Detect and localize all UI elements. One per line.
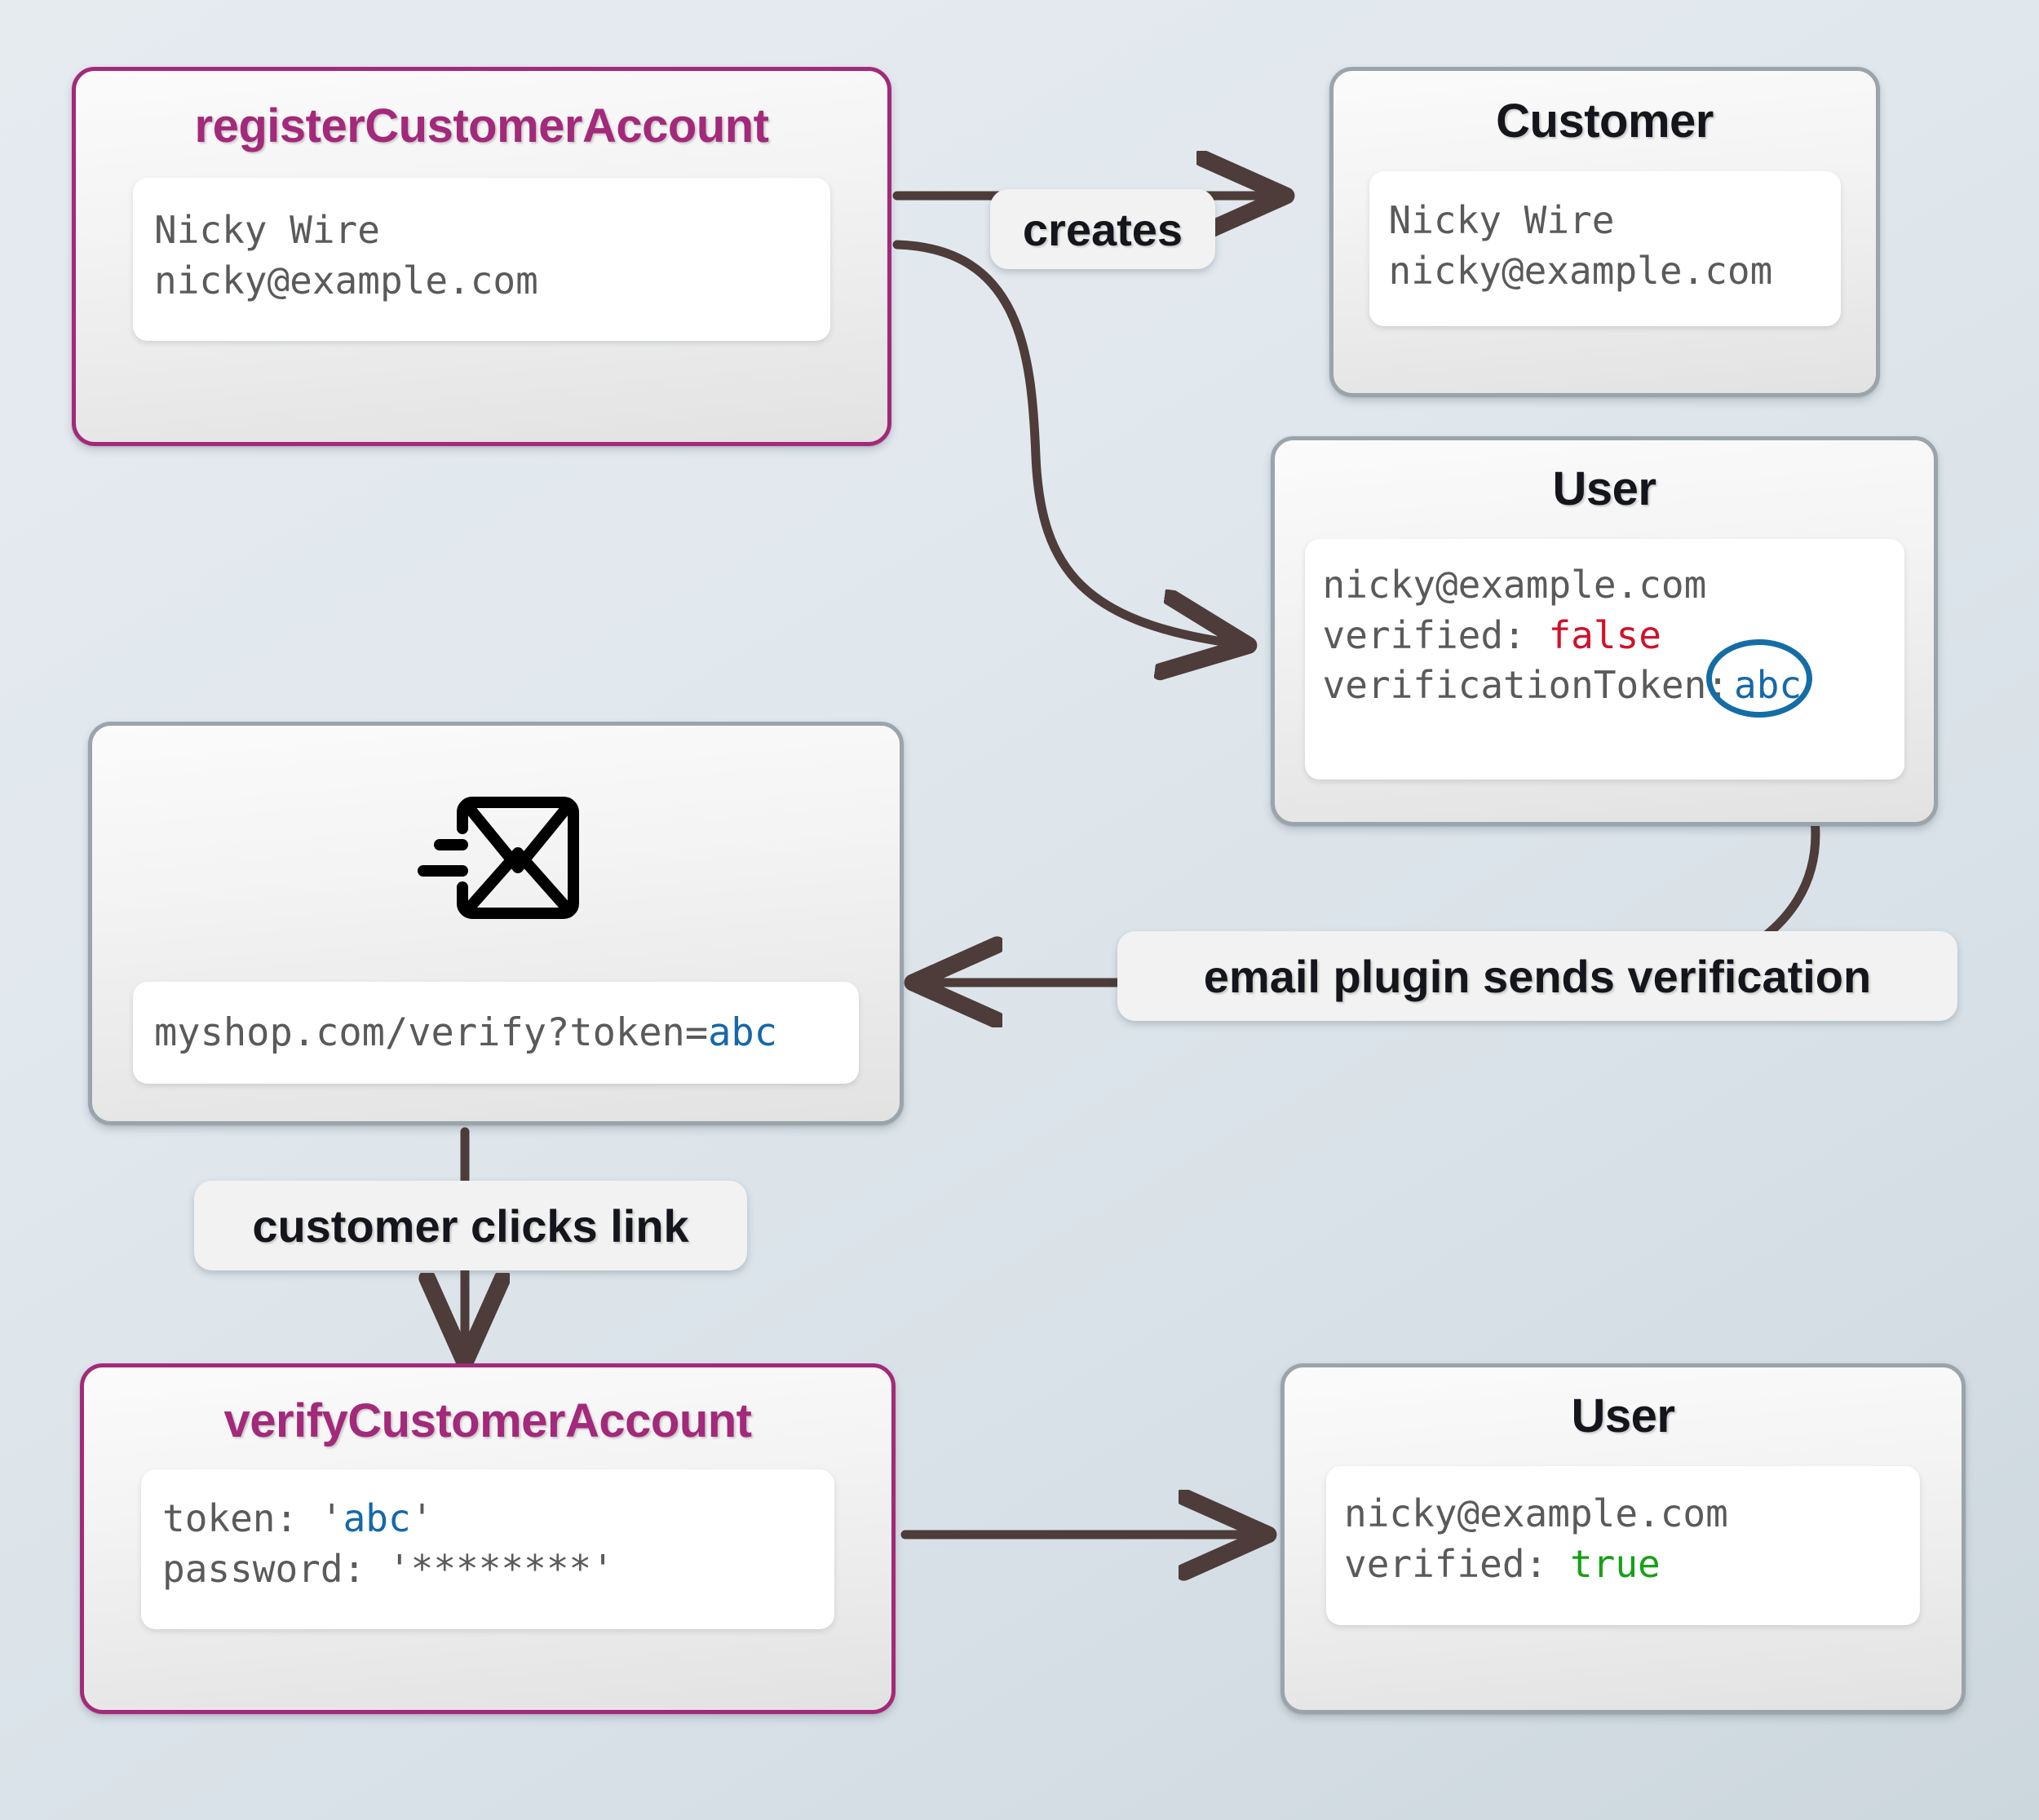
- user-line-email: nicky@example.com: [1322, 563, 1707, 607]
- node-title: Customer: [1496, 95, 1714, 148]
- edge-label-customer-clicks: customer clicks link: [194, 1181, 747, 1270]
- verified-key: verified:: [1322, 612, 1549, 657]
- node-body-panel: token: 'abc' password: '********': [141, 1469, 834, 1629]
- password-value: '********': [387, 1546, 614, 1591]
- email-link-panel[interactable]: myshop.com/verify?token=abc: [133, 982, 859, 1084]
- user-line-verified: verified: false: [1323, 611, 1888, 661]
- node-register-customer-account[interactable]: registerCustomerAccount Nicky Wire nicky…: [72, 67, 891, 446]
- token-key: token:: [162, 1496, 321, 1540]
- node-body-panel: nicky@example.com verified: true: [1326, 1466, 1920, 1625]
- node-title: User: [1571, 1389, 1675, 1442]
- node-body-panel: nicky@example.com verified: false verifi…: [1304, 539, 1904, 780]
- node-verify-customer-account[interactable]: verifyCustomerAccount token: 'abc' passw…: [80, 1363, 896, 1714]
- token-value: abc: [1734, 663, 1802, 708]
- verify-line-token: token: 'abc': [162, 1494, 818, 1544]
- user-line-email: nicky@example.com: [1344, 1491, 1728, 1535]
- email-link-prefix: myshop.com/verify?token=: [154, 1010, 709, 1055]
- node-body-panel: Nicky Wire nicky@example.com: [1369, 171, 1841, 326]
- send-email-icon: [394, 776, 598, 939]
- node-customer-entity[interactable]: Customer Nicky Wire nicky@example.com: [1329, 67, 1880, 397]
- node-title: verifyCustomerAccount: [223, 1394, 752, 1447]
- node-user-verified[interactable]: User nicky@example.com verified: true: [1280, 1363, 1966, 1714]
- edge-label-creates: creates: [990, 189, 1215, 269]
- user-line-token: verificationToken:abc: [1322, 639, 1888, 718]
- token-value: abc: [343, 1496, 411, 1540]
- node-user-unverified[interactable]: User nicky@example.com verified: false v…: [1271, 436, 1938, 826]
- verified-value: true: [1569, 1541, 1661, 1586]
- email-link-token: abc: [708, 1010, 778, 1055]
- node-title: registerCustomerAccount: [194, 99, 769, 152]
- customer-line-name: Nicky Wire: [1388, 198, 1615, 242]
- token-key: verificationToken:: [1322, 663, 1730, 708]
- verify-line-password: password: '********': [162, 1544, 818, 1595]
- verified-key: verified:: [1344, 1541, 1570, 1586]
- token-open-quote: ': [320, 1496, 343, 1540]
- node-title: User: [1552, 462, 1656, 515]
- customer-line-email: nicky@example.com: [1388, 248, 1773, 293]
- register-line-email: nicky@example.com: [154, 258, 538, 303]
- password-key: password:: [162, 1546, 388, 1591]
- user-line-verified: verified: true: [1344, 1539, 1904, 1590]
- edge-register-to-user: [892, 240, 1240, 644]
- edge-label-email-plugin: email plugin sends verification: [1117, 931, 1957, 1021]
- register-line-name: Nicky Wire: [154, 208, 380, 252]
- token-highlight: abc: [1706, 639, 1812, 718]
- node-email-message[interactable]: myshop.com/verify?token=abc: [88, 722, 904, 1125]
- verified-value: false: [1548, 612, 1661, 657]
- token-close-quote: ': [410, 1496, 434, 1540]
- node-body-panel: Nicky Wire nicky@example.com: [133, 178, 830, 341]
